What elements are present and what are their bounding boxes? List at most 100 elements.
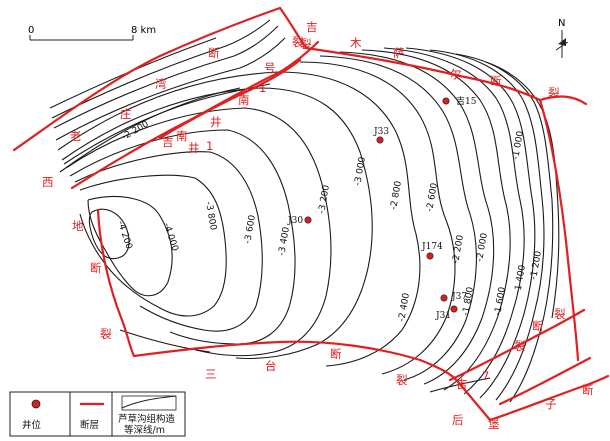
contour-symbol-icon (121, 395, 177, 411)
contour-line (339, 51, 495, 385)
contour-depth-label: -1 600 (493, 286, 508, 317)
contour-depth-label: -1 000 (511, 130, 526, 161)
fault-name-label: 堡 (488, 417, 500, 431)
legend: 井位 断层 芦草沟组构造 等深线/m (9, 391, 186, 437)
fault-name-label: 井 (188, 141, 200, 155)
fault-name-label: 号 (264, 61, 276, 75)
scale-bar: 0 8 km (28, 25, 156, 41)
contour-line (119, 329, 211, 353)
contour-line (299, 61, 456, 375)
well-name-label: J33 (373, 127, 389, 137)
fault-name-label: 老 (70, 129, 82, 143)
fault-name-label: 断 (90, 261, 102, 275)
fault-name-label: 断 (330, 347, 342, 361)
fault-name-label: 后 (452, 413, 464, 427)
well-name-label: J30 (287, 216, 303, 226)
fault-name-label: 子 (545, 397, 557, 411)
contour-depth-label: -2 000 (475, 232, 490, 263)
fault-name-label: 7 (482, 369, 489, 383)
legend-fault-label: 断层 (80, 419, 99, 431)
well-marker-icon (376, 136, 384, 144)
fault-name-label: 尔 (450, 67, 462, 81)
fault-name-label: 三 (205, 367, 217, 381)
contour-line (361, 49, 511, 391)
well-marker-icon (426, 252, 434, 260)
fault-name-label: 吉 (456, 377, 468, 391)
contour-line (63, 83, 271, 165)
scale-start-label: 0 (28, 25, 34, 36)
legend-well-label: 井位 (22, 419, 42, 431)
north-arrow-icon: N (555, 18, 569, 58)
fault-lines (12, 6, 610, 422)
fault-line (456, 380, 492, 422)
well-symbol-icon (31, 399, 41, 409)
fault-line (132, 340, 460, 384)
north-label: N (558, 18, 565, 29)
contour-line (49, 37, 217, 109)
legend-contour-label-line2: 等深线/m (124, 424, 165, 436)
well-name-label: J174 (421, 242, 443, 252)
fault-name-label: 裂 (100, 327, 112, 341)
contour-depth-label: -2 200 (451, 234, 466, 265)
contour-depth-label: -4 200 (115, 220, 134, 251)
contour-lines (49, 19, 560, 403)
well-name-label: J37 (451, 292, 467, 302)
well-marker-icon (304, 216, 312, 224)
fault-name-label: 断 (208, 46, 220, 60)
fault-line (498, 356, 592, 406)
contour-line (79, 174, 227, 317)
fault-line (278, 6, 542, 102)
contour-depth-label: -3 600 (243, 214, 258, 245)
contour-line (57, 71, 421, 367)
fault-name-label: 湾 (155, 77, 167, 91)
contour-line (65, 107, 332, 357)
contour-line (319, 55, 477, 381)
fault-line (70, 40, 320, 190)
contour-line (455, 53, 554, 403)
fault-name-label: 裂 (396, 373, 408, 387)
fault-line (448, 308, 586, 382)
contour-line (53, 25, 279, 129)
well-name-label: J31 (435, 311, 451, 321)
contour-depth-label: -2 800 (389, 180, 404, 211)
fault-name-label: 1 (259, 81, 266, 95)
fault-name-label: 裂 (554, 307, 566, 321)
contour-line (383, 47, 525, 395)
fault-line (538, 98, 580, 362)
contour-depth-label: -3 800 (203, 201, 218, 232)
contour-line (74, 151, 263, 332)
fault-line (96, 208, 136, 358)
contour-depth-label: -1 400 (513, 264, 528, 295)
legend-contour-label-line1: 芦草沟组构造 (118, 413, 176, 425)
fault-name-label: 裂 (514, 339, 526, 353)
contour-line (51, 19, 271, 119)
fault-name-label: 断 (582, 383, 594, 397)
contour-line (87, 195, 173, 297)
contour-depth-label: -2 400 (397, 292, 412, 323)
well-marker-icon (442, 97, 450, 105)
well-marker-icon (450, 305, 458, 313)
fault-name-label: 裂 (292, 35, 304, 49)
fault-line (158, 58, 302, 140)
fault-name-label: 吉 (162, 135, 174, 149)
fault-name-label: 庄 (120, 107, 132, 121)
fault-name-label: 木 (350, 36, 362, 50)
fault-name-label: 裂 (300, 37, 312, 51)
fault-name-label: 1 (206, 139, 213, 153)
contour-line (405, 47, 536, 399)
contour-depth-label: -3 400 (277, 226, 292, 257)
fault-line (538, 95, 588, 106)
fault-name-label: 南 (238, 93, 250, 107)
fault-name-label: 断 (532, 319, 544, 333)
well-name-label: 吉15 (456, 96, 477, 107)
contour-line (61, 87, 373, 360)
fault-name-label: 吉 (306, 20, 318, 34)
fault-name-label: 萨 (393, 46, 405, 60)
fault-name-label: 井 (210, 115, 222, 129)
contour-line (429, 49, 545, 401)
fault-name-label: 断 (490, 74, 502, 88)
contour-depth-label: -2 600 (425, 182, 440, 213)
